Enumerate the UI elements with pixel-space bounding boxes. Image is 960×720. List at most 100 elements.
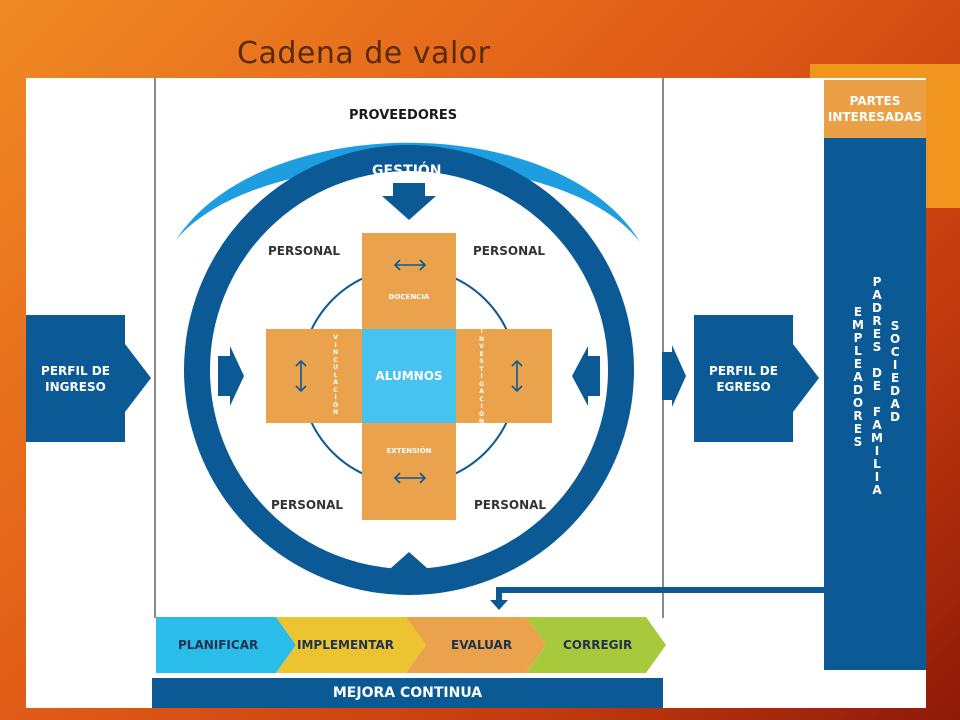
left-inward-arrow	[218, 346, 244, 406]
vinculacion-letter: N	[333, 349, 339, 356]
partes-interesadas-column	[824, 80, 926, 670]
empleadores-letter: E	[853, 357, 863, 371]
perfil-egreso-arrow	[793, 344, 819, 412]
right-inward-arrow	[572, 346, 600, 406]
padres-letter: I	[874, 470, 880, 484]
investigacion-letter: V	[479, 343, 484, 350]
padres-letter: E	[872, 327, 882, 341]
empleadores-letter: L	[854, 344, 862, 358]
padres-letter: D	[871, 301, 882, 315]
partes-line1: PARTES	[849, 94, 901, 108]
sociedad-letter: D	[890, 410, 901, 424]
vinculacion-letter: C	[333, 356, 338, 364]
docencia-label: DOCENCIA	[388, 293, 430, 301]
vinculacion-letter: L	[333, 371, 338, 379]
empleadores-letter: P	[853, 331, 863, 345]
bottom-up-arrow	[382, 552, 436, 592]
cycle-arrow-right	[511, 359, 523, 393]
cross-left-vinculacion	[266, 329, 362, 423]
investigacion-letter: I	[480, 403, 483, 410]
alumnos-center: ALUMNOS	[362, 329, 456, 423]
padres-letter: A	[872, 418, 882, 432]
sociedad-letter: O	[890, 332, 901, 346]
mejora-continua-bar: MEJORA CONTINUA	[152, 678, 663, 708]
perfil-egreso-line1: PERFIL DE	[709, 363, 778, 378]
empleadores-letter: M	[852, 318, 864, 332]
vinculacion-letter: I	[334, 394, 337, 401]
personal-bottom-right: PERSONAL	[474, 498, 547, 512]
padres-letter: A	[872, 288, 882, 302]
empleadores-letter: A	[853, 370, 863, 384]
investigacion-letter: S	[479, 358, 484, 365]
evaluar-step	[406, 617, 546, 673]
cycle-arrow-left	[295, 359, 307, 393]
padres-letter: L	[873, 457, 881, 471]
corregir-step	[526, 617, 666, 673]
padres-letter: I	[874, 444, 880, 458]
investigacion-letter: I	[480, 373, 483, 380]
perfil-ingreso-line1: PERFIL DE	[41, 363, 110, 378]
investigacion-letter: N	[479, 418, 485, 425]
sociedad-letter: C	[890, 345, 900, 359]
proveedores-label: PROVEEDORES	[349, 108, 458, 123]
feedback-line	[496, 587, 824, 593]
empleadores-letter: E	[853, 422, 863, 436]
vinculacion-letter: V	[333, 334, 338, 341]
investigacion-letter: I	[480, 328, 483, 335]
sociedad-letter: E	[891, 371, 900, 385]
investigacion-letter: C	[479, 395, 484, 403]
padres-letter: D	[871, 366, 882, 380]
cross-top-docencia	[362, 233, 456, 329]
personal-bottom-left: PERSONAL	[271, 498, 344, 512]
gestion-down-arrow	[382, 183, 436, 220]
proveedores-arc	[176, 142, 640, 242]
extension-label: EXTENSIÓN	[386, 447, 432, 455]
investigacion-letter: A	[479, 388, 484, 395]
divider-right	[662, 78, 664, 618]
sociedad-letter: S	[890, 319, 900, 333]
slide-title: Cadena de valor	[237, 36, 491, 71]
sociedad-letter: I	[892, 358, 898, 372]
cross-right-investigacion	[456, 329, 552, 423]
perfil-ingreso-line2: INGRESO	[45, 379, 106, 394]
vinculacion-letter: C	[333, 386, 338, 394]
investigacion-letter: N	[479, 335, 485, 343]
vinculacion-letter: I	[334, 341, 337, 349]
padres-letter: F	[872, 405, 882, 419]
padres-letter: M	[871, 431, 883, 445]
empleadores-letter: S	[853, 435, 863, 449]
empleadores-letter: O	[852, 396, 864, 410]
investigacion-letter: T	[479, 365, 484, 373]
padres-letter: R	[872, 314, 882, 328]
planificar-step	[156, 617, 296, 673]
investigacion-letter: G	[479, 380, 485, 388]
perfil-ingreso-arrow	[125, 344, 151, 412]
feedback-arrow	[490, 600, 508, 610]
cross-bottom-extension	[362, 423, 456, 520]
perfil-egreso-line2: EGRESO	[716, 379, 771, 394]
padres-letter: S	[872, 340, 882, 354]
partes-interesadas-header: PARTES INTERESADAS	[824, 80, 926, 138]
cycle-arrow-bottom	[393, 472, 427, 484]
empleadores-letter: D	[852, 383, 863, 397]
investigacion-letter: Ó	[479, 410, 485, 418]
padres-letter: P	[872, 275, 882, 289]
vinculacion-letter: A	[333, 379, 338, 386]
to-egreso-arrow	[662, 345, 686, 407]
personal-top-right: PERSONAL	[473, 244, 546, 258]
divider-left	[154, 78, 156, 618]
padres-letter: A	[872, 483, 882, 497]
personal-top-left: PERSONAL	[268, 244, 341, 258]
corregir-label: CORREGIR	[563, 638, 633, 652]
feedback-line-drop	[496, 587, 502, 601]
implementar-label: IMPLEMENTAR	[297, 638, 395, 652]
